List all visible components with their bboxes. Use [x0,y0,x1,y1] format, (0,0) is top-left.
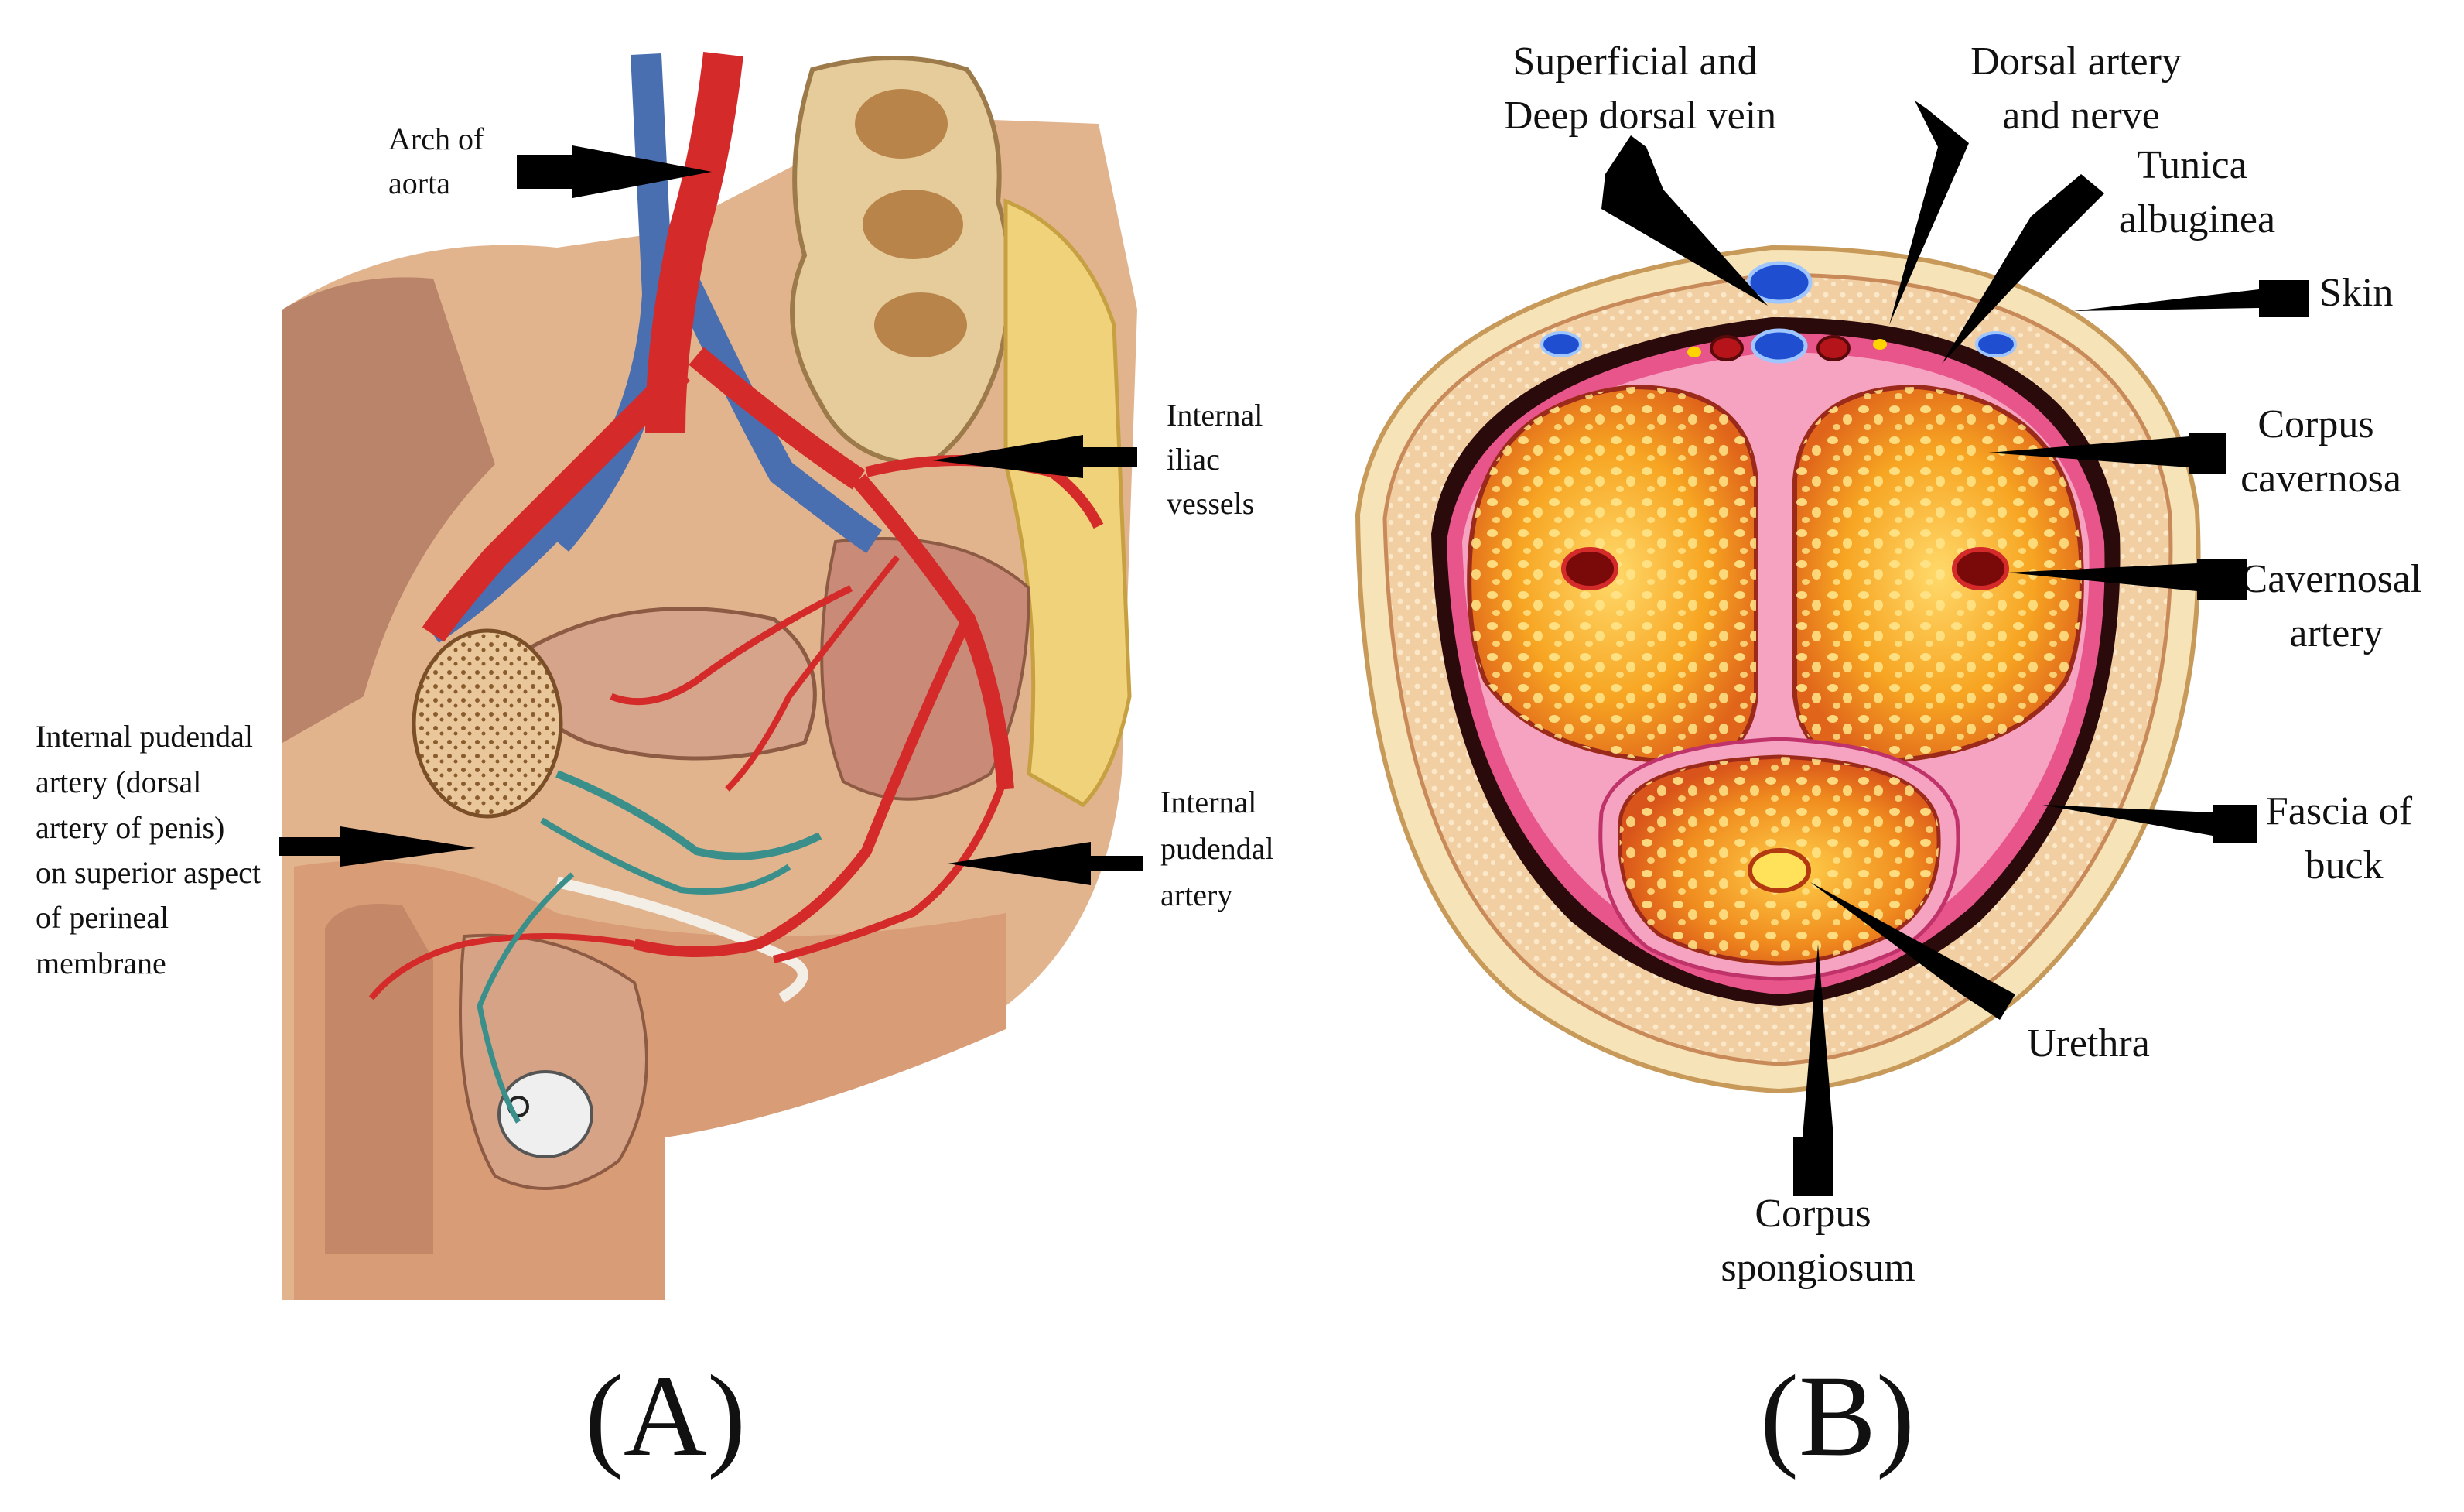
pointer-corpus-cavernosa [1988,433,2226,474]
vertebra-2 [863,190,963,259]
label-urethra: Urethra [2027,1021,2150,1066]
left-common-iliac-artery [689,347,866,490]
deep-dorsal-vein [1751,328,1808,364]
rectum [820,537,1031,801]
dorsal-nerve-right [1873,339,1887,350]
label-tunica-albuginea: Tunica albuginea [2119,143,2275,241]
lateral-vein-left [1540,331,1582,357]
abdominal-wall [282,277,495,743]
pudendal-plexus-teal-1 [555,770,822,860]
label-corpus-cavernosa: Corpus cavernosa [2240,402,2401,501]
internal-pudendal-artery-vessel [633,617,972,957]
label-fascia-of-buck: Fascia of buck [2266,789,2422,888]
label-skin: Skin [2319,271,2393,315]
label-corpus-spongiosum: Corpus spongiosum [1721,1192,1915,1290]
pointer-corpus-spongiosum [1793,944,1833,1196]
pudendal-branch-lower [772,772,1010,963]
label-internal-pudendal-artery: Internal pudendal artery [1160,785,1282,912]
pointer-internal-pudendal-artery [948,842,1143,885]
pointer-tunica-albuginea [1942,174,2104,364]
pudendal-plexus-teal-3 [477,872,575,1124]
pointer-internal-pudendal-dorsal [279,826,476,867]
label-arch-of-aorta: Arch of aorta [388,121,491,200]
vertebra-3 [874,292,967,357]
right-common-iliac-artery [422,361,691,642]
sacrum-vertebrae [790,56,1012,467]
panel-a-annotations: Arch of aorta Internal iliac vessels Int… [36,121,1282,1480]
bladder-artery [610,584,853,706]
sacrum-shell [1003,198,1132,808]
label-dorsal-artery-nerve: Dorsal artery and nerve [1970,39,2192,138]
penile-artery [368,933,635,1001]
label-superficial-deep-dorsal-vein: Superficial and Deep dorsal vein [1504,39,1776,138]
cavernosal-artery-left [1561,547,1618,590]
panel-a-letter: (A) [585,1352,746,1480]
pudendal-plexus-teal-2 [539,817,791,895]
pointer-superficial-deep-dorsal-vein [1601,135,1768,306]
pointer-fascia-of-buck [2042,805,2257,843]
pointer-cavernosal-artery [2008,559,2247,600]
cavernosal-artery-right [1952,547,2009,590]
label-cavernosal-artery: Cavernosal artery [2241,557,2432,655]
rectal-artery [725,555,901,792]
panel-b-annotations: Superficial and Deep dorsal vein Dorsal … [1504,39,2432,1480]
pointer-urethra [1810,882,2015,1020]
label-internal-iliac-vessels: Internal iliac vessels [1167,398,1270,521]
dorsal-artery-left [1710,335,1744,361]
pointer-arch-of-aorta [517,145,712,198]
panel-a-illustration [282,52,1137,1300]
lateral-vein-right [1975,331,2017,357]
label-internal-pudendal-dorsal: Internal pudendal artery (dorsal artery … [36,719,268,980]
vertebra-1 [855,89,948,159]
penis-shaft [325,904,433,1254]
testis [497,1070,593,1158]
superficial-dorsal-vein [1746,261,1813,304]
panel-b-letter: (B) [1760,1352,1915,1480]
corpus-cavernosum-right-texture [1795,387,2082,762]
pubic-bone [412,628,563,819]
pointer-skin [2073,280,2309,317]
common-iliac-vein [660,249,883,553]
dorsal-artery-right [1816,335,1851,361]
panel-b-cross-section [1355,245,2201,1094]
dorsal-nerve-left [1687,347,1701,357]
urethra-lumen [1748,848,1811,893]
pointer-internal-iliac-vessels [932,435,1137,478]
pointer-dorsal-artery-nerve [1889,101,1969,325]
